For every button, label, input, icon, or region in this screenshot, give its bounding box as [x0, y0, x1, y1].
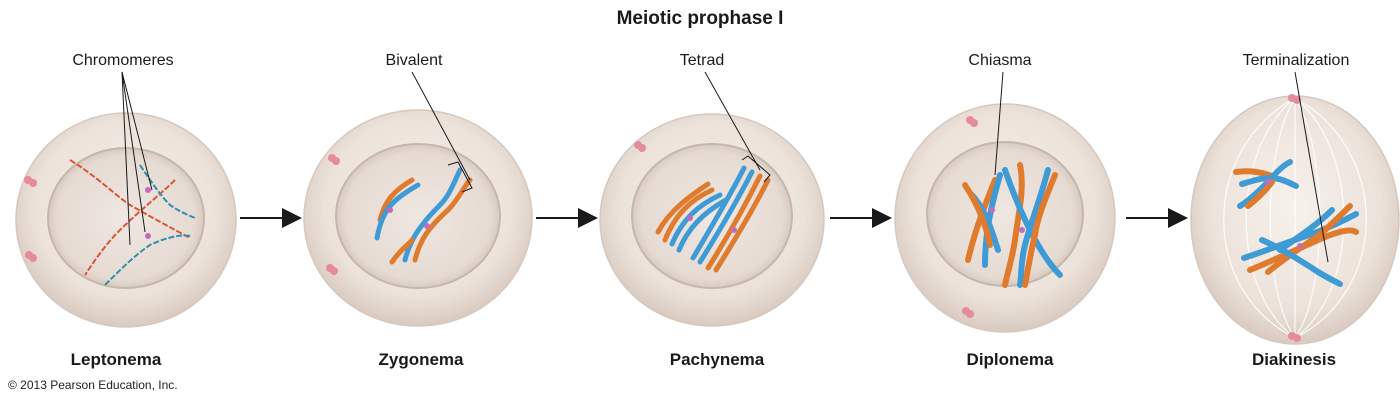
cell-pachynema — [599, 71, 825, 327]
stage-label-pachynema: Pachynema — [669, 350, 765, 369]
stage-label-diplonema: Diplonema — [966, 350, 1054, 369]
callout-chromomeres: Chromomeres — [72, 52, 174, 69]
stage-label-zygonema: Zygonema — [378, 350, 464, 369]
centriole-icon — [634, 141, 646, 152]
callout-tetrad: Tetrad — [679, 52, 725, 69]
centriole-icon — [24, 176, 37, 187]
centriole-icon — [326, 264, 338, 275]
callout-line-terminalization — [1294, 71, 1329, 263]
centriole-icon — [966, 116, 978, 127]
stage-label-diakinesis: Diakinesis — [1251, 350, 1337, 369]
cell-leptonema — [15, 71, 237, 328]
cell-diakinesis — [1190, 71, 1400, 345]
callout-line-chiasma — [994, 71, 1004, 176]
diplonema-chromosomes — [962, 162, 1063, 288]
callout-line-chromomeres — [121, 71, 153, 246]
callout-chiasma: Chiasma — [968, 52, 1032, 69]
centriole-icon — [962, 307, 974, 318]
zygonema-chromosomes — [374, 167, 473, 265]
centriole-icon — [25, 251, 37, 262]
centriole-icon — [328, 154, 340, 165]
callout-line-bivalent — [411, 71, 471, 181]
centriole-icon — [1288, 94, 1301, 104]
callout-line-tetrad — [704, 71, 761, 171]
centriole-icon — [1288, 332, 1301, 342]
leptonema-chromosomes — [69, 159, 196, 286]
pachynema-chromosomes — [655, 165, 771, 273]
copyright-notice: © 2013 Pearson Education, Inc. — [8, 378, 178, 392]
callout-bivalent: Bivalent — [385, 52, 443, 69]
stage-label-leptonema: Leptonema — [70, 350, 162, 369]
figure-title: Meiotic prophase I — [616, 8, 784, 29]
cell-zygonema — [303, 71, 533, 327]
cell-diplonema — [894, 71, 1116, 333]
callout-terminalization: Terminalization — [1242, 52, 1350, 69]
